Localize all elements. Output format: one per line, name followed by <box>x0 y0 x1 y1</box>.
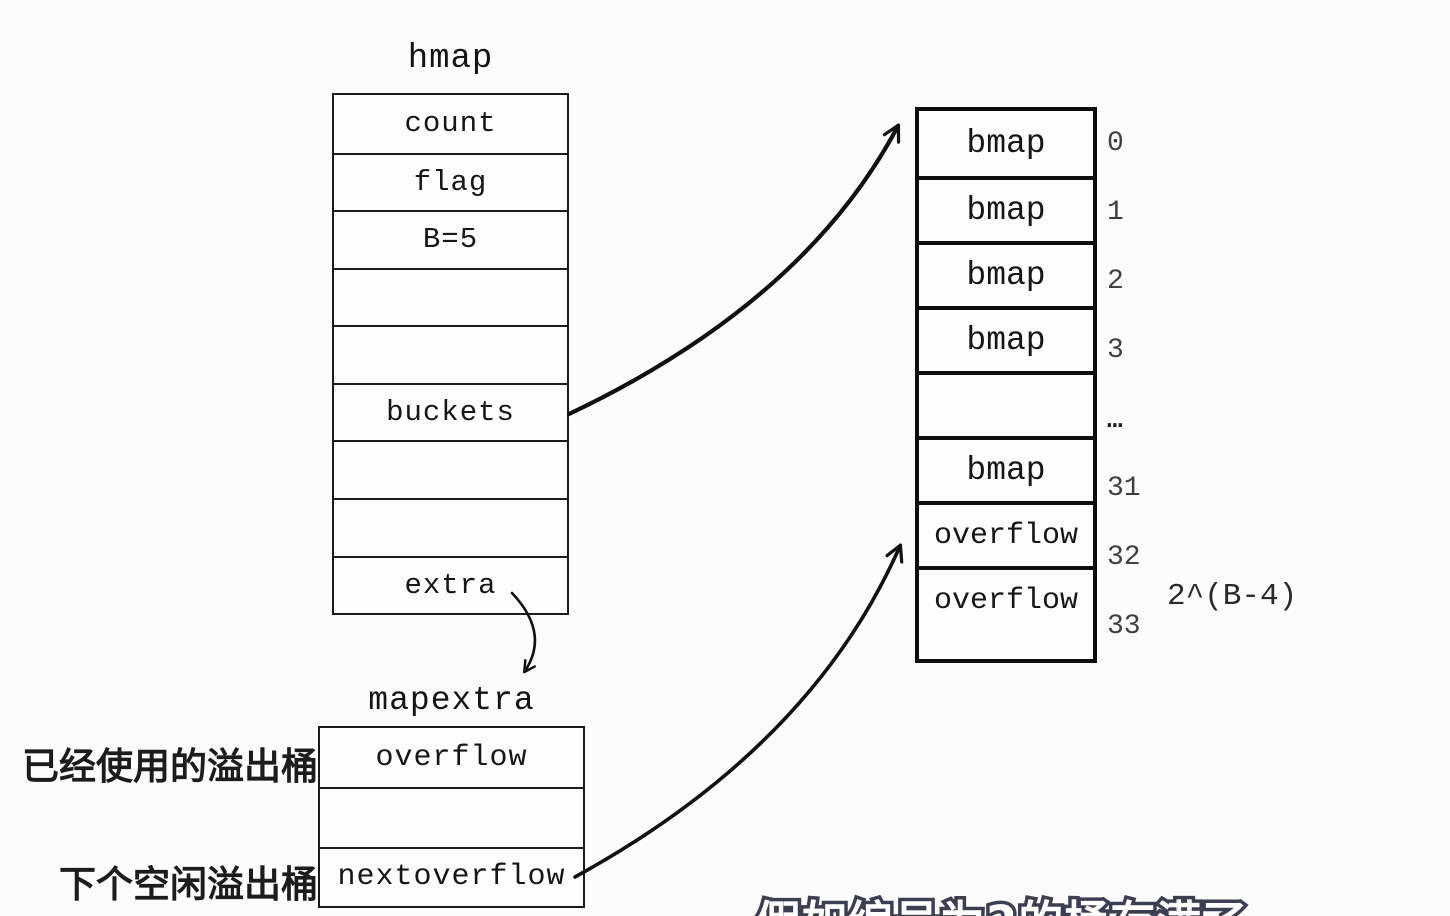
hmap-field-flag: flag <box>334 152 567 211</box>
note-next-free-overflow-bucket: 下个空闲溢出桶 <box>59 862 318 906</box>
bucket-cell-32-overflow: overflow <box>919 501 1093 566</box>
hmap-field-empty-3 <box>334 440 567 498</box>
bucket-index-2: 2 <box>1107 266 1124 297</box>
bucket-index-0: 0 <box>1107 128 1124 159</box>
hmap-field-empty-2 <box>334 325 567 383</box>
arrow-nextoverflow-to-overflow-bucket <box>573 543 904 879</box>
bucket-cell-31: bmap <box>919 436 1093 501</box>
bucket-cell-3: bmap <box>919 306 1093 371</box>
mapextra-struct-table: overflow nextoverflow <box>318 726 585 908</box>
video-subtitle: 假如编号为2的桶存满了 <box>752 886 1250 916</box>
hmap-field-b: B=5 <box>334 210 567 268</box>
hmap-field-count: count <box>404 107 497 141</box>
bucket-cell-0: bmap <box>966 125 1046 162</box>
mapextra-field-overflow: overflow <box>375 740 528 775</box>
bucket-index-3: 3 <box>1107 335 1124 366</box>
hmap-field-buckets: buckets <box>334 382 567 441</box>
bucket-index-33: 33 <box>1107 611 1141 642</box>
hmap-field-empty-4 <box>334 497 567 556</box>
bucket-index-31: 31 <box>1107 473 1141 504</box>
hmap-title: hmap <box>407 40 494 78</box>
bucket-index-column: 0 1 2 3 … 31 32 33 <box>1107 111 1187 663</box>
bucket-index-dots: … <box>1107 404 1123 435</box>
bucket-cell-gap <box>919 371 1093 436</box>
bucket-array-table: bmap bmap bmap bmap bmap overflow overfl… <box>915 107 1097 663</box>
bucket-index-32: 32 <box>1107 542 1141 573</box>
hmap-struct-table: count flag B=5 buckets extra <box>332 93 569 615</box>
overflow-count-label: 2^(B-4) <box>1167 579 1298 614</box>
mapextra-field-empty <box>320 787 583 846</box>
bucket-cell-1: bmap <box>919 176 1093 241</box>
hmap-field-empty-1 <box>334 267 567 326</box>
bucket-cell-2: bmap <box>919 241 1093 306</box>
arrow-buckets-to-bucket-array <box>566 123 901 417</box>
hmap-field-extra: extra <box>334 555 567 614</box>
bucket-index-1: 1 <box>1107 197 1124 228</box>
note-used-overflow-buckets: 已经使用的溢出桶 <box>22 744 318 788</box>
mapextra-field-nextoverflow: nextoverflow <box>320 846 583 906</box>
mapextra-title: mapextra <box>368 682 535 719</box>
bucket-cell-33-overflow: overflow <box>919 566 1093 631</box>
